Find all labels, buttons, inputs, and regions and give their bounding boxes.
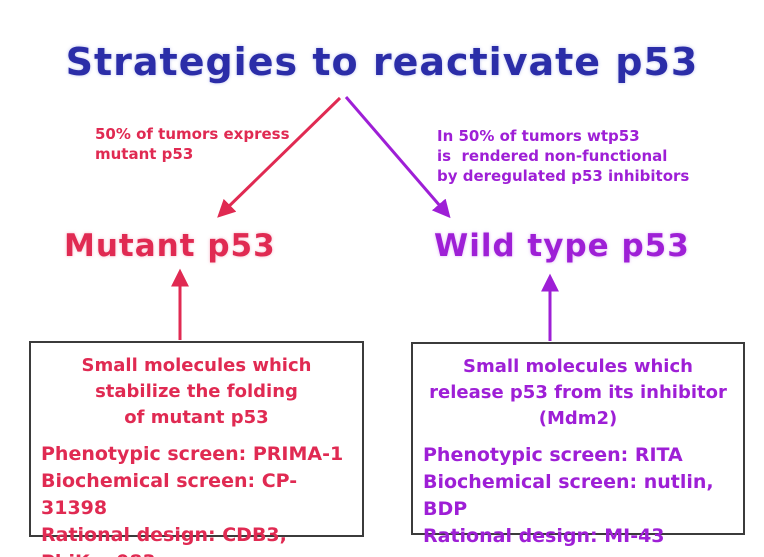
- strategy-line: PhiKan083: [41, 549, 358, 557]
- heading-mutant-p53: Mutant p53: [64, 228, 276, 264]
- annotation-line: is rendered non-functional: [437, 147, 668, 165]
- description-line: Small molecules which: [81, 355, 312, 376]
- description-line: Small molecules which: [463, 356, 693, 377]
- description-line: of mutant p53: [124, 407, 269, 428]
- annotation-mutant-p53: 50% of tumors express mutant p53: [95, 124, 290, 164]
- strategy-line: Rational design: CDB3,: [41, 524, 287, 546]
- heading-wildtype-p53: Wild type p53: [434, 228, 690, 264]
- box-wildtype-p53-strategies: Small molecules which release p53 from i…: [411, 342, 745, 547]
- annotation-line: mutant p53: [95, 145, 194, 163]
- annotation-line: by deregulated p53 inhibitors: [437, 167, 690, 185]
- strategy-line: Rational design: MI-43: [423, 525, 665, 547]
- arrow-title-to-wildtype: [344, 96, 451, 219]
- description-line: stabilize the folding: [95, 381, 298, 402]
- slide-title: Strategies to reactivate p53: [65, 40, 699, 84]
- strategy-line: Biochemical screen: nutlin, BDP: [423, 471, 714, 520]
- box-mutant-p53-strategies: Small molecules which stabilize the fold…: [29, 341, 364, 557]
- strategy-line: Phenotypic screen: RITA: [423, 444, 683, 466]
- box-description: Small molecules which stabilize the fold…: [31, 353, 362, 431]
- box-description: Small molecules which release p53 from i…: [413, 354, 743, 432]
- annotation-wildtype-p53: In 50% of tumors wtp53 is rendered non-f…: [437, 126, 689, 186]
- box-strategy-list: Phenotypic screen: PRIMA-1 Biochemical s…: [31, 441, 362, 557]
- annotation-line: 50% of tumors express: [95, 125, 290, 143]
- strategy-line: Phenotypic screen: PRIMA-1: [41, 443, 344, 465]
- description-line: (Mdm2): [538, 408, 618, 429]
- description-line: release p53 from its inhibitor: [429, 382, 727, 403]
- box-strategy-list: Phenotypic screen: RITA Biochemical scre…: [413, 442, 743, 550]
- annotation-line: In 50% of tumors wtp53: [437, 127, 640, 145]
- strategy-line: Biochemical screen: CP-31398: [41, 470, 298, 519]
